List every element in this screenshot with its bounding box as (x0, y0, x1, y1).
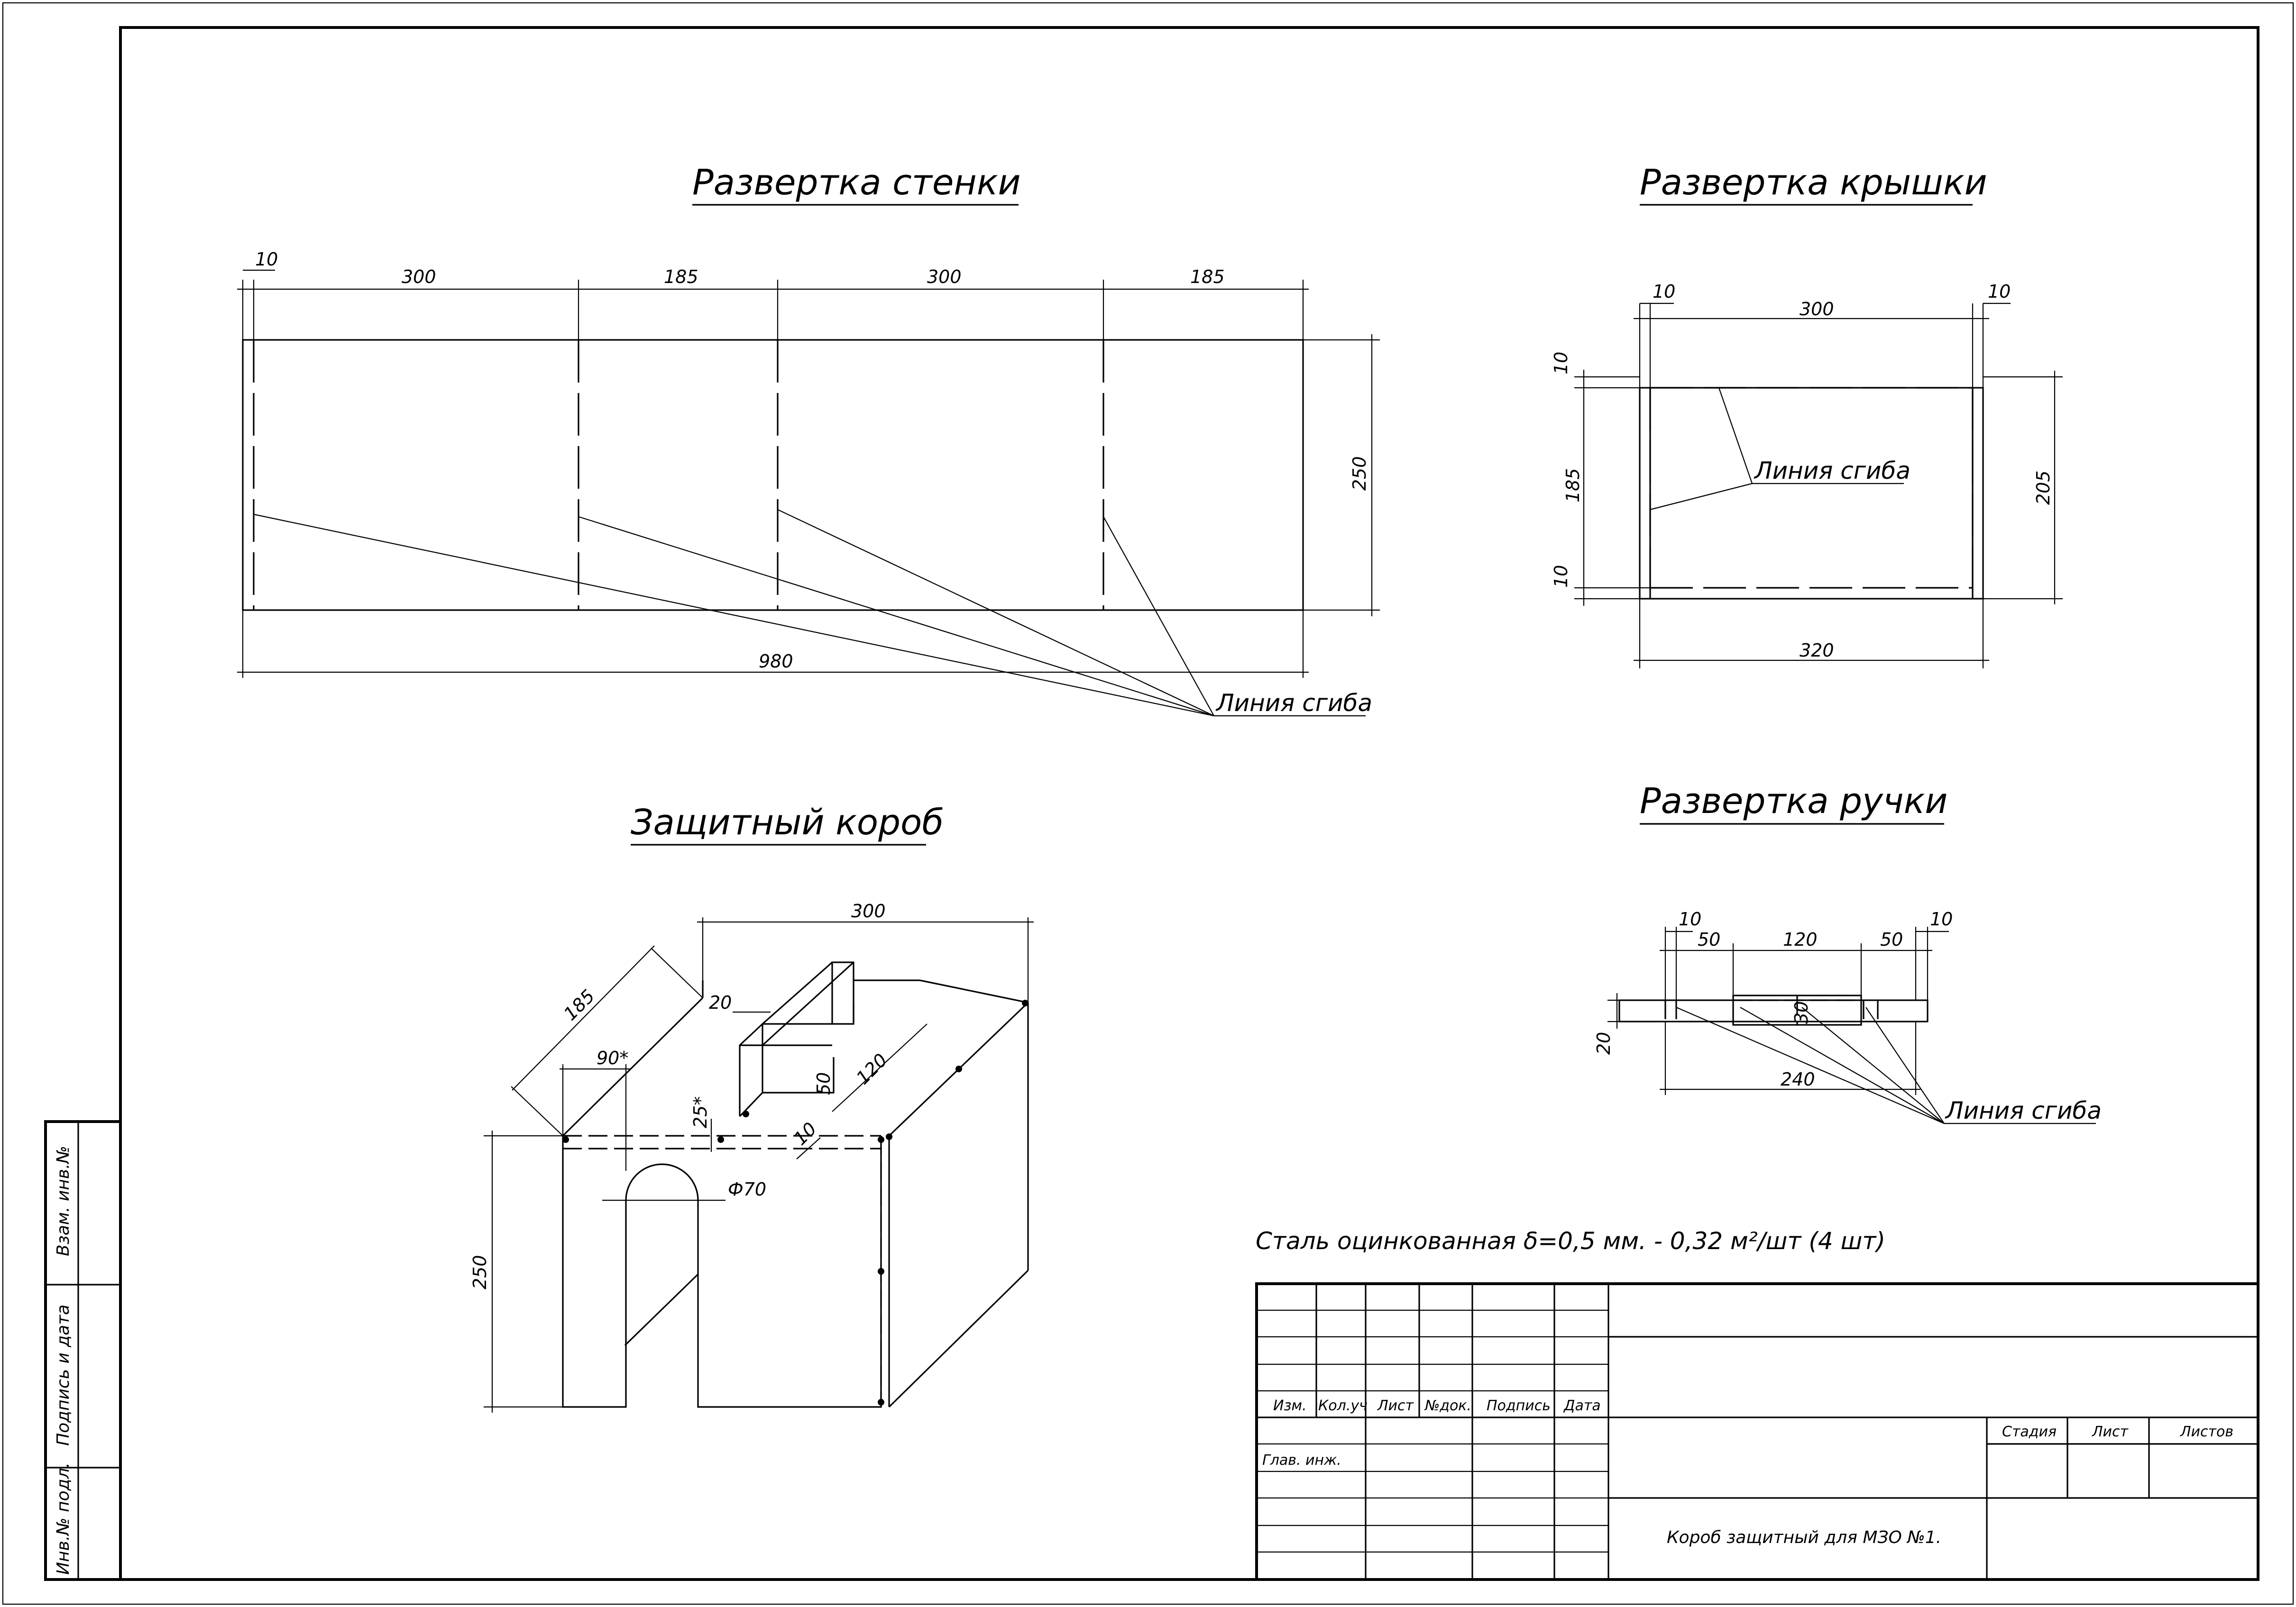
box-dim-handle-h: 50 (813, 1072, 834, 1095)
box-title: Защитный короб (631, 802, 944, 843)
tb-sheets: Листов (2180, 1424, 2233, 1440)
box-dim-height: 250 (469, 1255, 490, 1289)
wall-callout-fold-line: Линия сгиба (1215, 689, 1372, 717)
wall-title: Развертка стенки (692, 162, 1021, 203)
box-dim-len: 300 (851, 901, 886, 922)
lid-title: Развертка крышки (1640, 162, 1987, 203)
stamp-signature-date: Подпись и дата (54, 1305, 73, 1446)
handle-dim-t1: 10 (1679, 909, 1701, 930)
lid-dim-right: 10 (1988, 281, 2011, 302)
lid-dim-mid: 185 (1562, 468, 1583, 502)
view-wall-development: Развертка стенки 10 300 185 300 185 (237, 162, 1380, 717)
tb-col-change: Изм. (1273, 1397, 1307, 1414)
box-side-face (624, 1002, 1029, 1408)
lid-dim-outer-w: 320 (1800, 640, 1834, 661)
stamp-original-inv: Инв.№ подл. (54, 1462, 73, 1575)
handle-dim-t2: 10 (1930, 909, 1953, 930)
lid-dim-bottom: 10 (1551, 565, 1571, 588)
box-dim-tab: 10 (790, 1118, 820, 1149)
title-block: Изм. Кол.уч Лист №док. Подпись Дата Глав… (1255, 1282, 2259, 1581)
lid-outline (1639, 387, 1984, 600)
box-handle (739, 961, 854, 1117)
tb-col-docno: №док. (1424, 1397, 1471, 1414)
material-note: Сталь оцинкованная δ=0,5 мм. - 0,32 м²/ш… (1256, 1227, 1885, 1255)
tb-col-signature: Подпись (1487, 1397, 1551, 1414)
handle-dim-mid: 120 (1783, 929, 1818, 950)
side-stamp: Взам. инв.№ Подпись и дата Инв.№ подл. (44, 1120, 122, 1581)
wall-dim-seg4: 185 (1190, 266, 1225, 287)
box-dim-handle-w: 20 (709, 992, 732, 1013)
view-lid-development: Развертка крышки 10 300 10 (1551, 162, 2063, 668)
handle-dim-total: 240 (1781, 1069, 1815, 1090)
wall-outline (242, 339, 1304, 611)
box-dim-depth: 185 (560, 986, 598, 1024)
handle-dim-s1: 50 (1698, 929, 1720, 950)
wall-dim-seg3: 300 (927, 266, 962, 287)
view-protective-box: Защитный короб (469, 802, 1034, 1413)
tb-col-date: Дата (1563, 1397, 1601, 1414)
stamp-replacement-inv: Взам. инв.№ (54, 1146, 73, 1256)
box-rivets (562, 1000, 1029, 1406)
box-front-face (562, 1135, 890, 1408)
box-dim-slot: 25* (690, 1096, 711, 1128)
tb-stage: Стадия (2002, 1424, 2057, 1440)
handle-callout-fold-line: Линия сгиба (1945, 1097, 2102, 1124)
lid-dim-left: 10 (1653, 281, 1675, 302)
tb-role-chief-engineer: Глав. инж. (1262, 1452, 1341, 1469)
lid-dim-width: 300 (1800, 299, 1834, 320)
lid-dim-outer-h: 205 (2033, 470, 2054, 505)
handle-dim-s2: 50 (1880, 929, 1903, 950)
lid-dim-top: 10 (1551, 352, 1571, 374)
box-top (562, 979, 1029, 1137)
wall-dim-height: 250 (1349, 456, 1370, 491)
view-handle-development: Развертка ручки 10 (1593, 781, 2102, 1124)
wall-dim-tab: 10 (255, 249, 278, 270)
lid-callout-fold-line: Линия сгиба (1754, 457, 1910, 484)
box-dim-cut: 90* (597, 1048, 628, 1068)
wall-dim-seg2: 185 (664, 266, 698, 287)
tb-sheet: Лист (2092, 1424, 2129, 1440)
box-dim-hole: Ф70 (728, 1179, 766, 1200)
tb-col-qty: Кол.уч (1318, 1397, 1368, 1414)
box-dim-handle-l: 120 (852, 1050, 891, 1088)
handle-dim-width: 20 (1593, 1032, 1614, 1055)
wall-dim-total: 980 (759, 651, 793, 672)
tb-document-name: Короб защитный для МЗО №1. (1667, 1528, 1941, 1547)
drawing-frame (119, 26, 2259, 1581)
handle-title: Развертка ручки (1640, 781, 1947, 822)
wall-dim-seg1: 300 (402, 266, 436, 287)
tb-col-sheet: Лист (1377, 1397, 1414, 1414)
